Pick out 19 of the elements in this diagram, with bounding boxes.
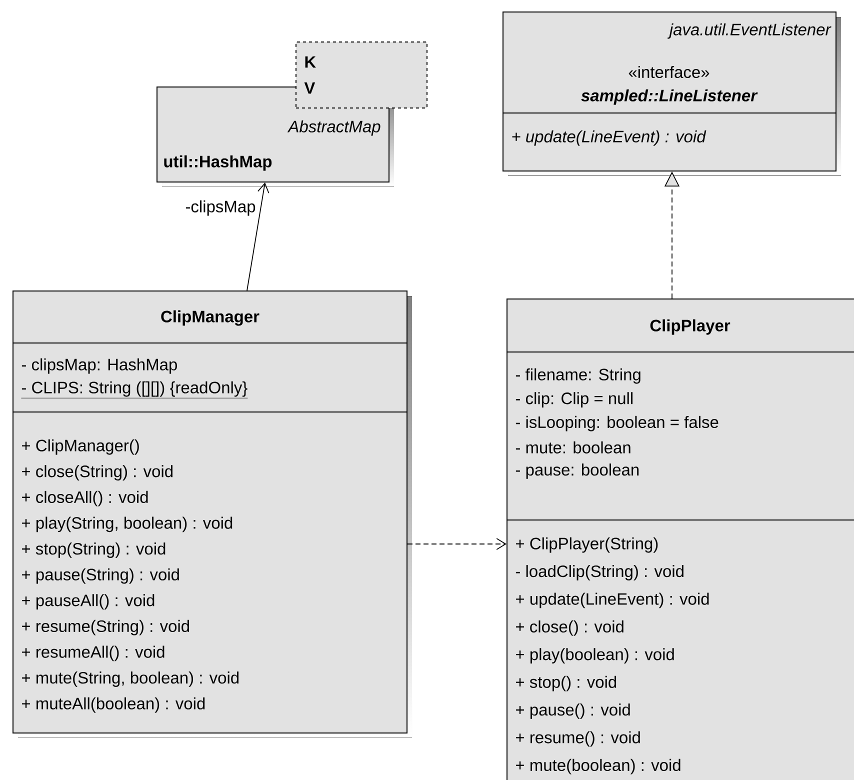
operation-row: + close() : void bbox=[516, 620, 624, 636]
attribute-row: - pause: boolean bbox=[516, 464, 639, 479]
class-name: ClipPlayer bbox=[650, 319, 730, 335]
operation-row: + update(LineEvent) : void bbox=[516, 592, 709, 608]
edge-label: -clipsMap bbox=[184, 199, 257, 217]
operation-row: + pause() : void bbox=[516, 704, 630, 719]
template-parameter: K bbox=[305, 56, 316, 68]
operation-row: + resume() : void bbox=[516, 731, 640, 747]
attribute-row: - filename: String bbox=[516, 368, 640, 384]
operation-row: + stop() : void bbox=[516, 676, 616, 692]
operation-row: + mute(boolean) : void bbox=[516, 758, 680, 774]
attribute-row: - mute: boolean bbox=[516, 441, 630, 454]
arrow bbox=[246, 182, 270, 291]
attribute-row: - clip: Clip = null bbox=[516, 392, 632, 408]
operation-row: + ClipPlayer(String) bbox=[516, 537, 658, 553]
operation-row: + play(boolean) : void bbox=[516, 648, 674, 664]
arrow bbox=[407, 538, 506, 550]
attribute-row: - isLooping: boolean = false bbox=[516, 416, 718, 432]
operation-row: - loadClip(String) : void bbox=[516, 565, 684, 580]
